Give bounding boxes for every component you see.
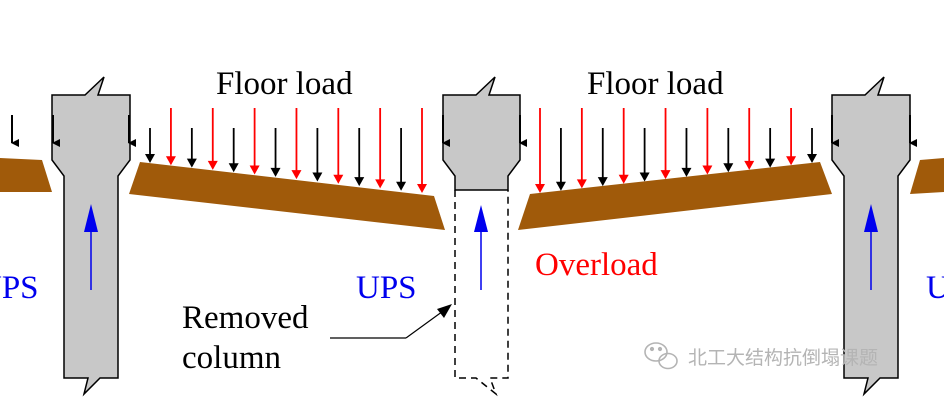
floor-load-arrow-right-head [807,154,817,163]
support-loads [11,115,917,147]
ups-label-center: UPS [356,270,417,306]
slab-left-span [129,162,445,230]
ups-arrows [84,204,878,290]
watermark-text: 北工大结构抗倒塌课题 [688,347,878,369]
floor-loads [145,108,817,193]
ups-label-left: UPS [0,270,39,306]
wechat-icon [644,342,678,370]
removed-column-outline [454,190,509,397]
slab-right-span [518,162,832,230]
slab-left-edge [0,158,52,192]
ups-arrow-left-head [84,204,98,232]
slabs [0,158,944,230]
floor-load-arrow-left-head [165,156,176,166]
floor-load-arrow-right-head [723,163,734,173]
floor-load-arrow-right-head [786,156,797,166]
floor-load-arrow-left-head [396,181,407,191]
column-center-stub [442,76,521,191]
floor-load-arrow-right-head [618,174,629,184]
ups-label-right: U [926,270,944,306]
floor-load-arrow-left-head [333,174,344,184]
floor-load-arrow-left-head [249,165,260,175]
floor-load-arrow-left-head [270,167,281,177]
floor-load-arrow-right-head [702,165,713,175]
overload-label: Overload [535,247,658,283]
floor-load-arrow-left-head [375,179,386,189]
floor-load-arrow-right-head [681,167,692,177]
floor-load-arrow-right-head [555,181,566,191]
floor-load-arrow-right-head [597,177,608,187]
floor-load-arrow-left-head [145,154,155,163]
floor-load-arrow-right-head [744,160,755,170]
floor-load-arrow-right-head [576,179,587,189]
floor-load-arrow-left-head [186,158,197,168]
removed-column-label-line2: column [182,340,281,376]
floor-load-arrow-left-head [417,184,427,193]
ups-arrow-right-head [864,204,878,232]
removed-column-label-line1: Removed [182,300,309,336]
floor-load-arrow-right-head [639,172,650,182]
floor-load-arrow-left-head [312,172,323,182]
ups-arrow-center-head [474,205,488,232]
floor-load-arrow-right-head [765,158,776,168]
slab-right-edge [910,158,944,194]
floor-load-label-right: Floor load [587,66,724,102]
floor-load-arrow-left-head [354,177,365,187]
watermark: 北工大结构抗倒塌课题 [644,342,878,370]
floor-load-arrow-right-head [660,170,671,180]
floor-load-arrow-right-head [535,184,545,193]
removed-column-leader [330,304,452,339]
floor-load-arrow-left-head [291,170,302,180]
floor-load-label-left: Floor load [216,66,353,102]
floor-load-arrow-left-head [228,163,239,173]
floor-load-arrow-left-head [207,160,218,170]
